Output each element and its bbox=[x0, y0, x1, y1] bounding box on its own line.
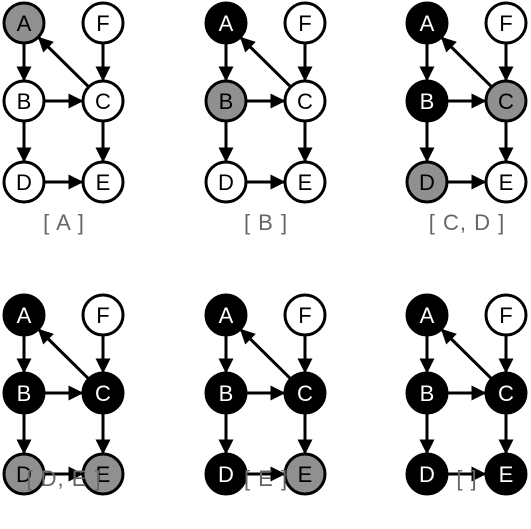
node-label-F: F bbox=[499, 11, 512, 36]
node-label-B: B bbox=[17, 381, 32, 406]
node-B-frontier bbox=[204, 79, 248, 123]
node-E-unvisited bbox=[484, 160, 528, 204]
node-label-C: C bbox=[95, 89, 111, 114]
node-label-B: B bbox=[17, 89, 32, 114]
queue-caption: [ D, E ] bbox=[26, 466, 102, 491]
edge-C-A bbox=[37, 36, 90, 89]
graph-panel-4: A F B C D E bbox=[2, 293, 125, 496]
node-label-C: C bbox=[297, 381, 313, 406]
node-D-visited bbox=[204, 452, 248, 496]
edge-C-A bbox=[440, 328, 493, 381]
queue-caption: [ E ] bbox=[243, 466, 289, 491]
queue-caption: [ C, D ] bbox=[428, 210, 506, 235]
graph-panel-5: A F B C D E bbox=[204, 293, 327, 496]
node-D-visited bbox=[405, 452, 449, 496]
graph-panel-6: A F B C D E bbox=[405, 293, 528, 496]
node-E-unvisited bbox=[283, 160, 327, 204]
edge-C-A bbox=[440, 36, 493, 89]
node-E-visited bbox=[484, 452, 528, 496]
node-label-A: A bbox=[420, 303, 435, 328]
node-label-E: E bbox=[499, 462, 514, 487]
node-F-unvisited bbox=[81, 1, 125, 45]
node-label-D: D bbox=[16, 462, 32, 487]
node-label-A: A bbox=[17, 303, 32, 328]
node-B-visited bbox=[2, 371, 46, 415]
graph-panel-1: A F B C D E bbox=[2, 1, 125, 204]
node-label-F: F bbox=[298, 11, 311, 36]
node-label-B: B bbox=[420, 381, 435, 406]
node-label-F: F bbox=[96, 11, 109, 36]
node-C-visited bbox=[283, 371, 327, 415]
node-label-B: B bbox=[420, 89, 435, 114]
node-label-C: C bbox=[498, 89, 514, 114]
node-label-A: A bbox=[17, 11, 32, 36]
node-label-C: C bbox=[297, 89, 313, 114]
node-label-C: C bbox=[498, 381, 514, 406]
node-label-D: D bbox=[218, 170, 234, 195]
node-D-unvisited bbox=[2, 160, 46, 204]
node-F-unvisited bbox=[81, 293, 125, 337]
graph-panel-2: A F B C D E bbox=[204, 1, 327, 204]
node-C-unvisited bbox=[283, 79, 327, 123]
node-label-F: F bbox=[499, 303, 512, 328]
node-D-frontier bbox=[2, 452, 46, 496]
node-D-unvisited bbox=[204, 160, 248, 204]
node-B-visited bbox=[405, 79, 449, 123]
node-B-visited bbox=[204, 371, 248, 415]
node-F-unvisited bbox=[484, 293, 528, 337]
node-label-E: E bbox=[499, 170, 514, 195]
node-label-A: A bbox=[219, 303, 234, 328]
node-A-visited bbox=[204, 293, 248, 337]
node-F-unvisited bbox=[283, 293, 327, 337]
node-F-unvisited bbox=[484, 1, 528, 45]
node-D-frontier bbox=[405, 160, 449, 204]
node-A-visited bbox=[405, 1, 449, 45]
node-label-B: B bbox=[219, 381, 234, 406]
node-F-unvisited bbox=[283, 1, 327, 45]
node-label-F: F bbox=[298, 303, 311, 328]
edge-C-A bbox=[239, 36, 292, 89]
node-label-D: D bbox=[419, 170, 435, 195]
graph-panel-3: A F B C D E bbox=[405, 1, 528, 204]
node-B-unvisited bbox=[2, 79, 46, 123]
node-E-unvisited bbox=[81, 160, 125, 204]
node-A-visited bbox=[204, 1, 248, 45]
node-C-unvisited bbox=[81, 79, 125, 123]
node-label-E: E bbox=[298, 170, 313, 195]
node-A-frontier bbox=[2, 1, 46, 45]
node-label-D: D bbox=[218, 462, 234, 487]
node-label-D: D bbox=[16, 170, 32, 195]
node-C-visited bbox=[484, 371, 528, 415]
node-label-A: A bbox=[219, 11, 234, 36]
node-label-F: F bbox=[96, 303, 109, 328]
node-E-frontier bbox=[81, 452, 125, 496]
node-label-C: C bbox=[95, 381, 111, 406]
queue-caption: [ B ] bbox=[243, 210, 289, 235]
queue-caption: [ ] bbox=[456, 466, 478, 491]
edge-C-A bbox=[37, 328, 90, 381]
node-C-visited bbox=[81, 371, 125, 415]
queue-caption: [ A ] bbox=[43, 210, 85, 235]
node-label-A: A bbox=[420, 11, 435, 36]
node-label-E: E bbox=[96, 170, 111, 195]
edge-C-A bbox=[239, 328, 292, 381]
node-A-visited bbox=[405, 293, 449, 337]
node-label-E: E bbox=[298, 462, 313, 487]
node-label-B: B bbox=[219, 89, 234, 114]
node-A-visited bbox=[2, 293, 46, 337]
node-label-D: D bbox=[419, 462, 435, 487]
node-label-E: E bbox=[96, 462, 111, 487]
node-C-frontier bbox=[484, 79, 528, 123]
node-E-frontier bbox=[283, 452, 327, 496]
node-B-visited bbox=[405, 371, 449, 415]
